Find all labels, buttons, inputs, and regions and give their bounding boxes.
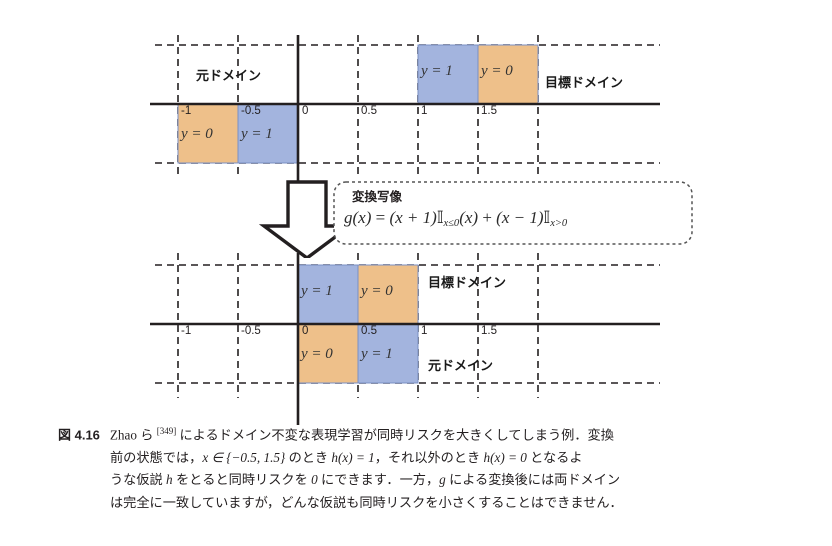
caption-line2-math3: h(x) = 0 bbox=[483, 449, 527, 465]
figure-caption: 図 4.16 Zhao ら [349] によるドメイン不変な表現学習が同時リスク… bbox=[58, 420, 758, 514]
formula-plus: + bbox=[482, 208, 492, 227]
bottom-diagram-svg bbox=[150, 253, 660, 425]
bottom-block-label-blue-above: y = 1 bbox=[301, 283, 333, 299]
formula-equals: = bbox=[375, 208, 386, 227]
top-source-domain-label: 元ドメイン bbox=[196, 68, 262, 83]
top-tick-1.5: 1.5 bbox=[481, 105, 497, 117]
transform-formula: g(x) = (x + 1)𝕀x≤0(x) + (x − 1)𝕀x>0 bbox=[344, 208, 568, 229]
top-tick-1: 1 bbox=[421, 105, 428, 117]
top-block-orange-right bbox=[477, 44, 539, 105]
top-target-domain-label: 目標ドメイン bbox=[545, 75, 624, 90]
caption-line2-math1: x ∈ {−0.5, 1.5} bbox=[202, 449, 286, 465]
bottom-block-orange-above bbox=[357, 264, 419, 325]
caption-line3-math3: g bbox=[439, 472, 446, 488]
caption-line3-a: うな仮説 bbox=[110, 472, 167, 488]
caption-line3-c: にできます．一方， bbox=[317, 472, 440, 488]
bottom-source-domain-label: 元ドメイン bbox=[428, 358, 494, 373]
top-block-label-orange-left: y = 0 bbox=[181, 126, 213, 142]
bottom-block-label-orange-above: y = 0 bbox=[361, 283, 393, 299]
caption-line-1: 図 4.16 Zhao ら [349] によるドメイン不変な表現学習が同時リスク… bbox=[58, 420, 758, 447]
caption-line3-math2: 0 bbox=[311, 472, 318, 488]
top-block-label-orange-right: y = 0 bbox=[481, 63, 513, 79]
caption-line2-d: となるよ bbox=[526, 449, 583, 465]
caption-line3-b: をとると同時リスクを bbox=[172, 472, 312, 488]
bottom-target-domain-label: 目標ドメイン bbox=[428, 275, 507, 290]
top-tick-0.5: 0.5 bbox=[361, 105, 377, 117]
caption-line2-math2: h(x) = 1 bbox=[331, 449, 375, 465]
top-block-label-blue-right: y = 1 bbox=[421, 63, 453, 79]
top-block-label-blue-left: y = 1 bbox=[241, 126, 273, 142]
top-tick--0.5: -0.5 bbox=[241, 105, 261, 117]
caption-line3-math1: h bbox=[166, 472, 173, 488]
caption-line3-d: による変換後には両ドメイン bbox=[445, 472, 621, 488]
bottom-tick-0.5: 0.5 bbox=[361, 325, 377, 337]
caption-line-2: 前の状態では，x ∈ {−0.5, 1.5} のとき h(x) = 1，それ以外… bbox=[58, 447, 758, 470]
caption-line2-c: ，それ以外のとき bbox=[374, 449, 484, 465]
caption-line-4: は完全に一致していますが，どんな仮説も同時リスクを小さくすることはできません． bbox=[110, 494, 623, 510]
bottom-tick--0.5: -0.5 bbox=[241, 325, 261, 337]
caption-line1-a: Zhao ら bbox=[109, 427, 157, 443]
formula-term2: (x − 1) bbox=[496, 208, 544, 227]
bottom-tick-0: 0 bbox=[302, 325, 309, 337]
bottom-tick-1: 1 bbox=[421, 325, 428, 337]
caption-line2-b: のとき bbox=[285, 449, 332, 465]
caption-line2-a: 前の状態では， bbox=[110, 449, 203, 465]
formula-indicator1-sub: x≤0 bbox=[443, 217, 460, 229]
bottom-block-label-orange-below: y = 0 bbox=[301, 346, 333, 362]
top-block-blue-right bbox=[417, 44, 479, 105]
transform-box-border bbox=[333, 181, 693, 245]
caption-line-3: うな仮説 h をとると同時リスクを 0 にできます．一方，g による変換後には両… bbox=[58, 469, 758, 492]
formula-term1: (x + 1) bbox=[389, 208, 437, 227]
caption-reference: [349] bbox=[156, 426, 177, 436]
bottom-tick-1.5: 1.5 bbox=[481, 325, 497, 337]
top-block-orange-left bbox=[177, 103, 239, 164]
top-tick-0: 0 bbox=[302, 105, 309, 117]
top-tick--1: -1 bbox=[181, 105, 192, 117]
formula-lhs: g(x) bbox=[344, 208, 372, 227]
caption-figure-number: 図 4.16 bbox=[58, 427, 100, 443]
formula-term1-arg: (x) bbox=[459, 208, 479, 227]
caption-line1-b: によるドメイン不変な表現学習が同時リスクを大きくしてしまう例．変換 bbox=[176, 427, 614, 443]
down-arrow-icon bbox=[258, 180, 356, 258]
bottom-tick--1: -1 bbox=[181, 325, 192, 337]
formula-indicator2-sub: x>0 bbox=[550, 217, 568, 229]
bottom-block-label-blue-below: y = 1 bbox=[361, 346, 393, 362]
top-diagram-svg bbox=[150, 35, 660, 190]
transform-box-title: 変換写像 bbox=[352, 190, 403, 204]
